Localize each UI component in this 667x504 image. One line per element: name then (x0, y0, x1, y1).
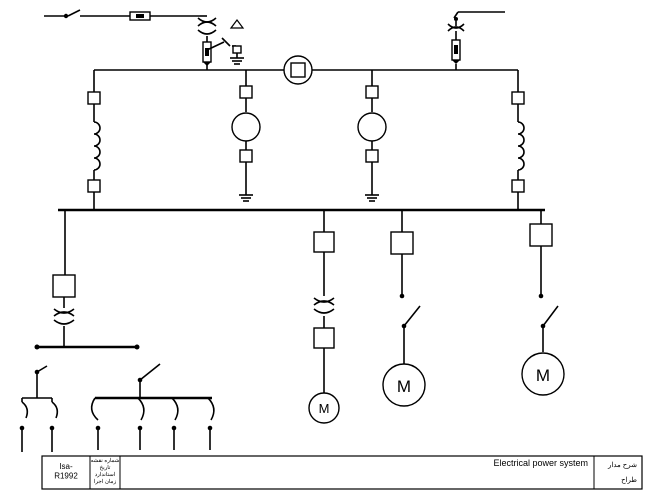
title-block: Isa-R1992 شماره نقشه تاریخ استاندارد زما… (41, 455, 643, 490)
reactor-branch-left (87, 70, 101, 210)
feeder-left-distribution (34, 210, 140, 350)
motor-label-1: M (319, 401, 330, 416)
meta-label-standard: استاندارد (95, 471, 116, 478)
title-block-title: Electrical power system (493, 458, 588, 468)
incoming-transformer-left (197, 17, 245, 70)
generator-icon (231, 112, 261, 142)
motor-label-3: M (536, 366, 550, 385)
generator-branch-1 (231, 70, 261, 202)
generator-icon (357, 112, 387, 142)
arrester-icon (232, 45, 242, 54)
inductor-icon (93, 121, 101, 171)
motor-feeder-3: M (521, 210, 565, 396)
motor-icon (521, 352, 565, 396)
meta-label-date: تاریخ (100, 464, 111, 471)
motor-feeder-1: M (308, 210, 340, 424)
reactor-branch-right (511, 70, 525, 210)
drawing-number: Isa-R1992 (54, 462, 78, 481)
sub-distribution-left (19, 365, 59, 452)
generator-branch-2 (357, 70, 387, 202)
inductor-icon (517, 121, 525, 171)
title-block-designer-label: طراح (621, 476, 637, 484)
motor-icon (382, 363, 426, 407)
incoming-feeder-right (447, 11, 505, 70)
motor-label-2: M (397, 377, 411, 396)
meta-label-exec-time: زمان اجرا (94, 478, 117, 485)
incoming-feeder-left (44, 9, 207, 21)
motor-feeder-2: M (382, 210, 426, 407)
motor-icon (308, 392, 340, 424)
title-block-circuit-label: شرح مدار (607, 461, 637, 469)
meta-label-drawing-no: شماره نقشه (91, 457, 120, 464)
upper-busbar (94, 55, 518, 85)
warning-triangle-icon (229, 19, 245, 29)
sub-distribution-right (90, 363, 215, 450)
